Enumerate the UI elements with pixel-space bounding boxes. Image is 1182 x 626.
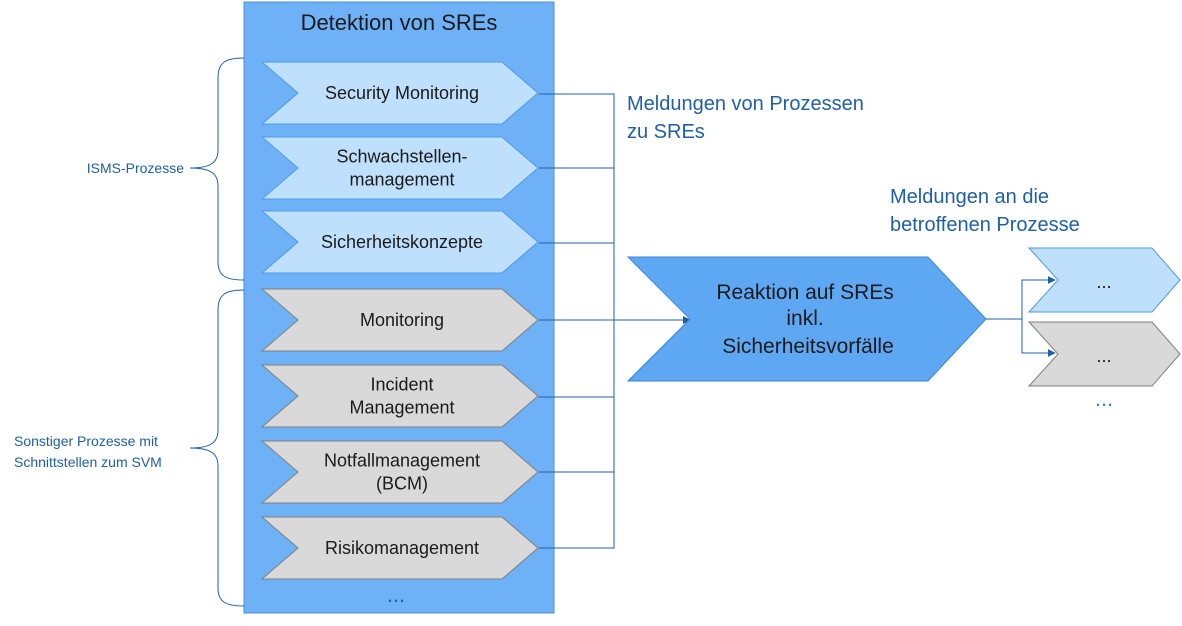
isms-brace (189, 57, 245, 281)
container-ellipsis: ... (387, 582, 405, 607)
other-chevron-4 (260, 516, 539, 580)
other-chevron-2 (260, 364, 539, 428)
other-label-2-line-1: Incident (370, 375, 433, 395)
isms-label: ISMS-Prozesse (87, 160, 184, 176)
target-chevron-2 (1027, 321, 1181, 387)
notify-label: Meldungen an die betroffenen Prozesse (890, 186, 1080, 236)
isms-label-2-line-2: management (349, 170, 454, 190)
other-label: Sonstiger Prozesse mit Schnittstellen zu… (14, 433, 162, 470)
reaction-line-1: Reaktion auf SREs (716, 281, 893, 304)
container-title: Detektion von SREs (301, 10, 498, 35)
reaction-line-2: inkl. (786, 307, 823, 330)
other-chevron-1 (260, 288, 539, 352)
isms-label-1: Security Monitoring (325, 83, 479, 103)
isms-label-3-line-1: Sicherheitskonzepte (321, 232, 483, 252)
connector-lines (539, 93, 691, 549)
isms-label-2-line-1: Schwachstellen- (336, 147, 467, 167)
notify-label-line-2: betroffenen Prozesse (890, 214, 1080, 236)
isms-label-2: Schwachstellen-management (336, 147, 467, 190)
target-label-2: ... (1096, 346, 1111, 366)
target-label-1: ... (1096, 272, 1111, 292)
other-label-1: Monitoring (360, 310, 444, 330)
other-label-4-line-1: Risikomanagement (325, 538, 479, 558)
isms-label-1-line-1: Security Monitoring (325, 83, 479, 103)
isms-process-group: Security MonitoringSchwachstellen-manage… (260, 61, 539, 274)
other-label-3-line-1: Notfallmanagement (324, 451, 480, 471)
target-chevron-1 (1027, 247, 1181, 313)
other-label-4: Risikomanagement (325, 538, 479, 558)
other-label-1-line-1: Monitoring (360, 310, 444, 330)
output-connectors (986, 276, 1056, 357)
isms-chevron-1 (260, 61, 539, 125)
reports-label: Meldungen von Prozessen zu SREs (627, 93, 869, 143)
other-label-3: Notfallmanagement (BCM) (324, 451, 480, 494)
isms-chevron-3 (260, 210, 539, 274)
reports-label-line-2: zu SREs (627, 121, 705, 143)
reports-label-line-1: Meldungen von Prozessen (627, 93, 864, 115)
target-ellipsis: ... (1095, 386, 1113, 411)
notify-label-line-1: Meldungen an die (890, 186, 1049, 208)
other-label-line-2: Schnittstellen zum SVM (14, 454, 162, 470)
reaction-label: Reaktion auf SREs inkl. Sicherheitsvorfä… (716, 281, 899, 358)
isms-label-3: Sicherheitskonzepte (321, 232, 483, 252)
other-chevron-3 (260, 440, 539, 504)
other-brace (189, 289, 245, 607)
isms-chevron-2 (260, 136, 539, 200)
reaction-chevron (626, 256, 987, 382)
other-label-3-line-2: (BCM) (376, 474, 428, 494)
reaction-line-3: Sicherheitsvorfälle (722, 335, 894, 358)
other-label-line-1: Sonstiger Prozesse mit (14, 433, 158, 449)
other-label-2-line-2: Management (349, 398, 454, 418)
